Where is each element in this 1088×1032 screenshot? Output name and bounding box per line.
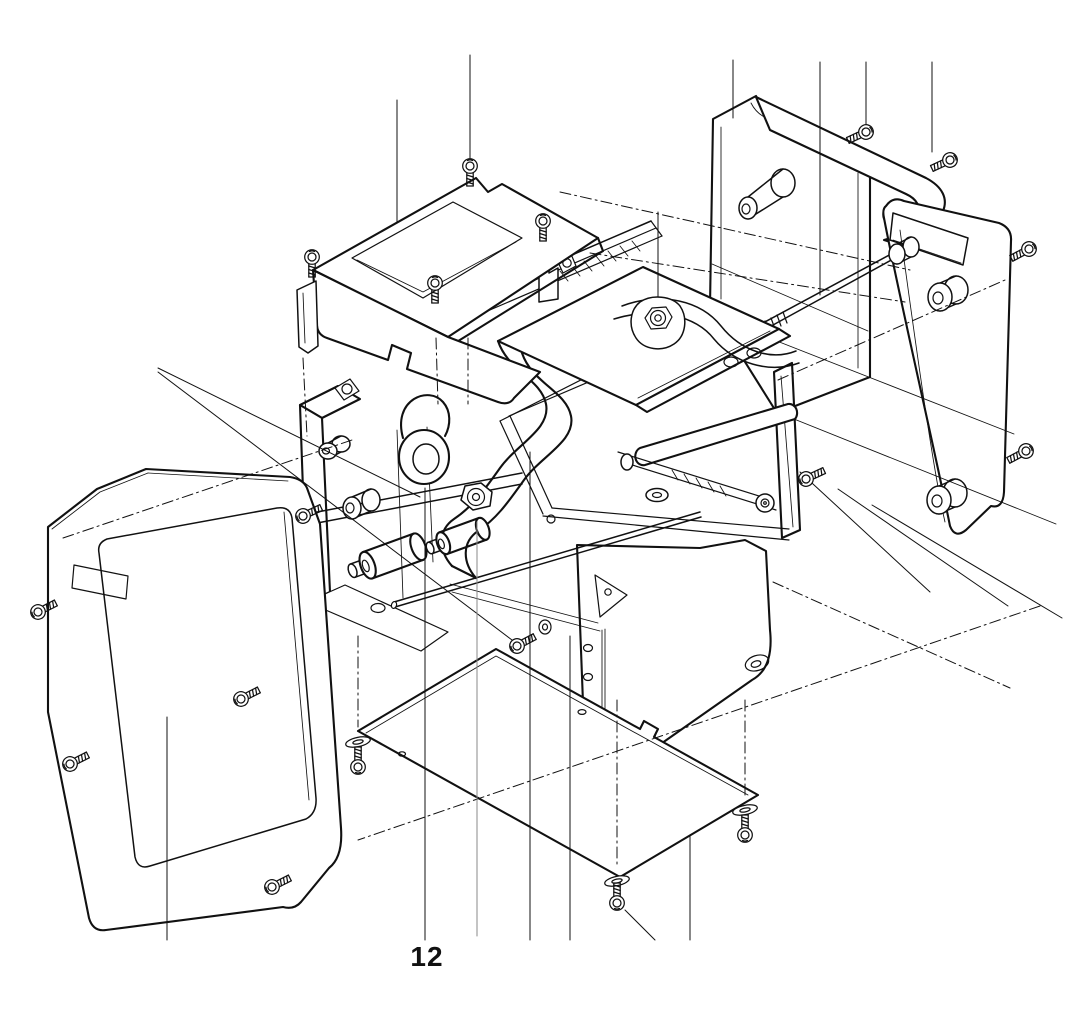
top-cover-inset	[351, 201, 523, 299]
ring-arm	[400, 394, 451, 440]
screw	[844, 121, 877, 148]
tie-rod	[747, 236, 920, 339]
corner-bushing-top	[927, 275, 969, 312]
belt-pulley-left	[620, 453, 634, 471]
rod-head	[888, 236, 920, 265]
bottom-plate	[356, 647, 760, 879]
guide-ring	[397, 428, 451, 486]
callout-line	[157, 367, 421, 498]
leader-lines	[157, 54, 1063, 941]
callout-line	[157, 371, 513, 641]
cylindrical-boss	[738, 168, 796, 220]
countersunk-hole	[744, 654, 770, 672]
paper-chute	[440, 265, 800, 580]
callout-line	[624, 909, 656, 941]
bracket-foot	[306, 584, 449, 652]
cover-cutout	[889, 212, 969, 266]
part-number-label: 12	[410, 941, 444, 972]
bumper-cylinder	[318, 435, 351, 460]
right-side-cover	[882, 198, 1013, 535]
roller-large	[347, 532, 428, 580]
screw	[1007, 238, 1040, 266]
screw	[1004, 440, 1037, 468]
callout-line	[799, 471, 931, 593]
front-bar	[634, 402, 799, 467]
screw	[795, 463, 828, 490]
callout-line	[837, 488, 1009, 607]
screw	[506, 629, 539, 657]
thin-shaft	[390, 511, 702, 610]
cover-label-plate	[71, 564, 129, 600]
arm-eyelet	[342, 488, 381, 520]
corner-flange	[594, 574, 628, 618]
left-cover-face	[97, 506, 317, 868]
top-cover-flange	[296, 280, 319, 354]
hex-nut	[630, 296, 686, 350]
hex-fitting	[460, 482, 493, 511]
screw	[609, 882, 625, 911]
alignment-centerlines	[62, 191, 1041, 869]
screw	[928, 149, 961, 176]
top-cover-skirt	[311, 268, 542, 405]
belt-pulley-right	[755, 493, 775, 513]
left-side-cover	[46, 467, 343, 932]
roller-small	[425, 516, 491, 556]
bracket-tab	[334, 378, 360, 401]
screw	[350, 746, 366, 775]
rail-eyelet	[538, 619, 552, 635]
deck-grommet	[645, 487, 669, 503]
top-cover	[296, 176, 605, 405]
belt-hatching	[671, 469, 727, 497]
callout-line	[871, 504, 1063, 619]
fasteners	[27, 121, 1040, 911]
screw	[737, 814, 753, 843]
